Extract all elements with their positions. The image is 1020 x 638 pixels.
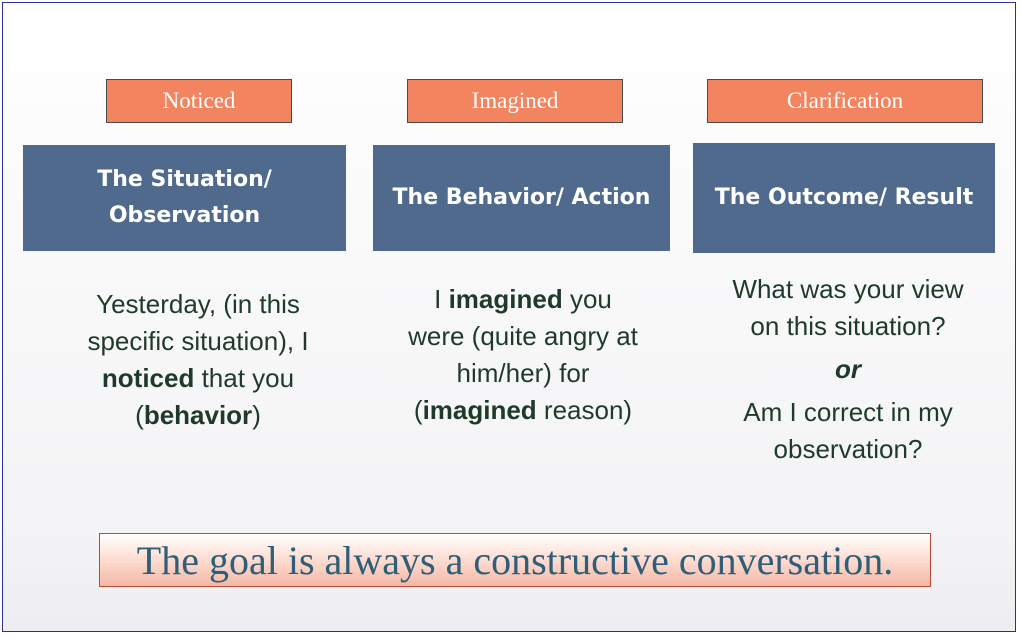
paren-close: ) (252, 400, 261, 430)
situation-line-3: noticed that you (43, 360, 353, 397)
imagined-bold-2: imagined (422, 395, 537, 425)
header-behavior: The Behavior/ Action (373, 145, 670, 251)
outcome-text: What was your view on this situation? or… (693, 271, 1003, 468)
behavior-line-2: were (quite angry at (408, 321, 638, 351)
behavior-line-4-end: reason) (536, 395, 633, 425)
header-situation: The Situation/ Observation (23, 145, 346, 251)
header-situation-label: The Situation/ Observation (97, 167, 272, 228)
behavior-line-4: (imagined reason) (368, 392, 678, 429)
behavior-line-4-start: ( (413, 395, 423, 425)
outcome-line-1: What was your view (732, 274, 964, 304)
tag-clarification: Clarification (707, 79, 983, 123)
tag-imagined: Imagined (407, 79, 623, 123)
noticed-bold: noticed (101, 363, 195, 393)
behavior-bold: behavior (143, 400, 253, 430)
header-outcome-label: The Outcome/ Result (714, 185, 974, 210)
header-outcome: The Outcome/ Result (693, 143, 995, 253)
behavior-line-3: him/her) for (456, 358, 590, 388)
behavior-line-1-start: I (434, 284, 449, 314)
situation-line-4: (behavior) (43, 397, 353, 434)
outcome-line-4: observation? (773, 434, 923, 464)
outcome-line-2: on this situation? (750, 311, 946, 341)
situation-line-1: Yesterday, (in this (96, 289, 300, 319)
outcome-line-3: Am I correct in my (743, 397, 953, 427)
paren-open: ( (135, 400, 144, 430)
situation-text: Yesterday, (in this specific situation),… (43, 286, 353, 434)
behavior-line-1-end: you (562, 284, 612, 314)
behavior-line-1: I imagined you (368, 281, 678, 318)
or-word: or (835, 354, 861, 384)
imagined-bold-1: imagined (448, 284, 563, 314)
situation-line-3-rest: that you (194, 363, 295, 393)
situation-line-2: specific situation), I (87, 326, 309, 356)
goal-banner: The goal is always a constructive conver… (99, 533, 931, 587)
tag-noticed: Noticed (106, 79, 292, 123)
header-behavior-label: The Behavior/ Action (392, 185, 651, 210)
behavior-text: I imagined you were (quite angry at him/… (368, 281, 678, 429)
